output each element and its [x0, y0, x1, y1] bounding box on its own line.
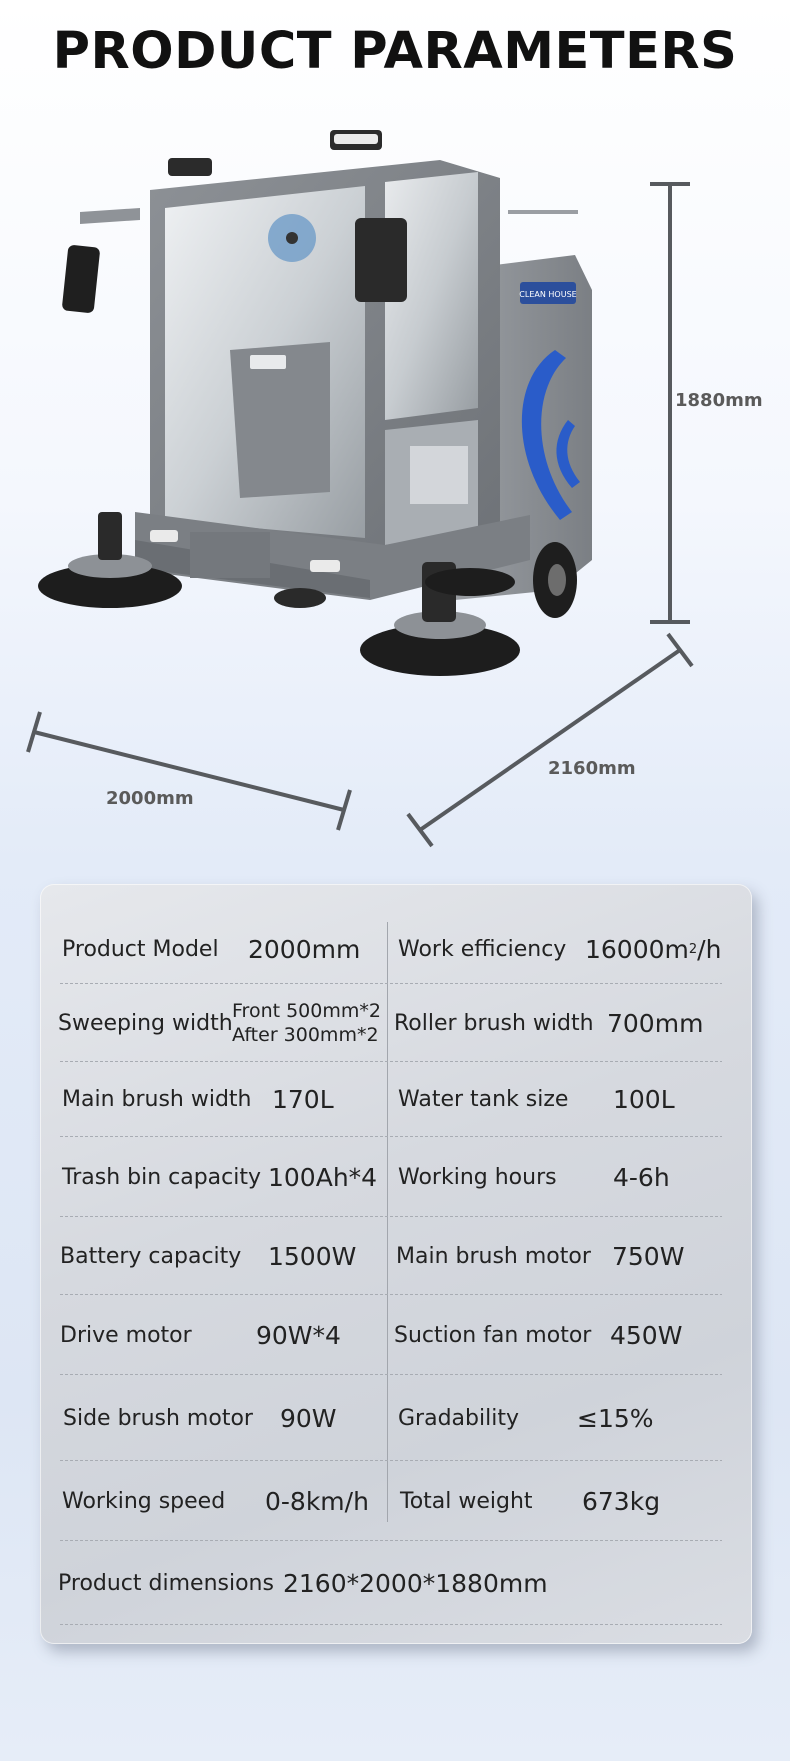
spec-label: Trash bin capacity: [62, 1164, 262, 1190]
spec-value: ≤15%: [577, 1403, 654, 1433]
spec-label: Product dimensions: [58, 1570, 274, 1596]
spec-value: 90W: [280, 1403, 337, 1433]
table-row: Battery capacity 1500W Main brush motor …: [40, 1217, 752, 1295]
spec-value: 0-8km/h: [265, 1486, 369, 1516]
height-dimension-label: 1880mm: [675, 390, 763, 411]
height-dimension-line: [650, 182, 690, 624]
spec-value: Front 500mm*2 After 300mm*2: [232, 1000, 381, 1046]
spec-label: Gradability: [398, 1405, 519, 1431]
spec-label: Roller brush width: [394, 1010, 594, 1036]
spec-value: 700mm: [607, 1008, 704, 1038]
spec-label: Working speed: [62, 1488, 226, 1514]
spec-label: Total weight: [400, 1488, 533, 1514]
left-side-brush: [38, 564, 182, 608]
page-title: PRODUCT PARAMETERS: [52, 22, 738, 81]
spec-label: Work efficiency: [398, 936, 567, 962]
width-dimension-line: [26, 711, 352, 831]
spec-label: Sweeping width: [58, 1010, 233, 1036]
spec-value: 673kg: [582, 1486, 661, 1516]
table-row: Sweeping width Front 500mm*2 After 300mm…: [40, 984, 752, 1062]
table-row: Product Model 2000mm Work efficiency 160…: [40, 914, 752, 984]
spec-label: Side brush motor: [63, 1405, 253, 1431]
table-row: Trash bin capacity 100Ah*4 Working hours…: [40, 1137, 752, 1217]
brand-plate: [520, 282, 576, 304]
spec-value: 750W: [612, 1241, 685, 1271]
column-divider: [387, 922, 388, 1522]
width-dimension-label: 2000mm: [106, 788, 194, 809]
spec-value: 1500W: [268, 1241, 357, 1271]
spec-value: 2000mm: [248, 934, 361, 964]
table-row: Side brush motor 90W Gradability ≤15%: [40, 1375, 752, 1461]
length-dimension-label: 2160mm: [548, 758, 636, 779]
spec-label: Drive motor: [60, 1322, 192, 1348]
table-row: Main brush width 170L Water tank size 10…: [40, 1062, 752, 1137]
spec-label: Working hours: [398, 1164, 557, 1190]
spec-label: Suction fan motor: [394, 1322, 592, 1348]
right-side-brush: [360, 624, 520, 676]
spec-value: 4-6h: [613, 1162, 670, 1192]
spec-value: 90W*4: [256, 1320, 341, 1350]
spec-table: Product Model 2000mm Work efficiency 160…: [40, 884, 752, 1644]
spec-value: 450W: [610, 1320, 683, 1350]
spec-label: Main brush width: [62, 1087, 252, 1112]
spec-label: Main brush motor: [396, 1243, 591, 1269]
table-row: Product dimensions 2160*2000*1880mm: [40, 1541, 752, 1625]
spec-value: 2160*2000*1880mm: [283, 1568, 548, 1598]
table-row: Working speed 0-8km/h Total weight 673kg: [40, 1461, 752, 1541]
spec-label: Product Model: [62, 936, 219, 962]
spec-label: Battery capacity: [60, 1243, 242, 1269]
spec-value: 170L: [272, 1085, 334, 1114]
spec-label: Water tank size: [398, 1087, 569, 1112]
length-dimension-line: [406, 632, 694, 848]
sweeper-illustration: CLEAN HOUSE: [26, 130, 694, 848]
table-row: Drive motor 90W*4 Suction fan motor 450W: [40, 1295, 752, 1375]
spec-value: 100L: [613, 1085, 675, 1114]
spec-value: 100Ah*4: [268, 1162, 378, 1192]
machine-logo-text: CLEAN HOUSE: [519, 290, 576, 299]
